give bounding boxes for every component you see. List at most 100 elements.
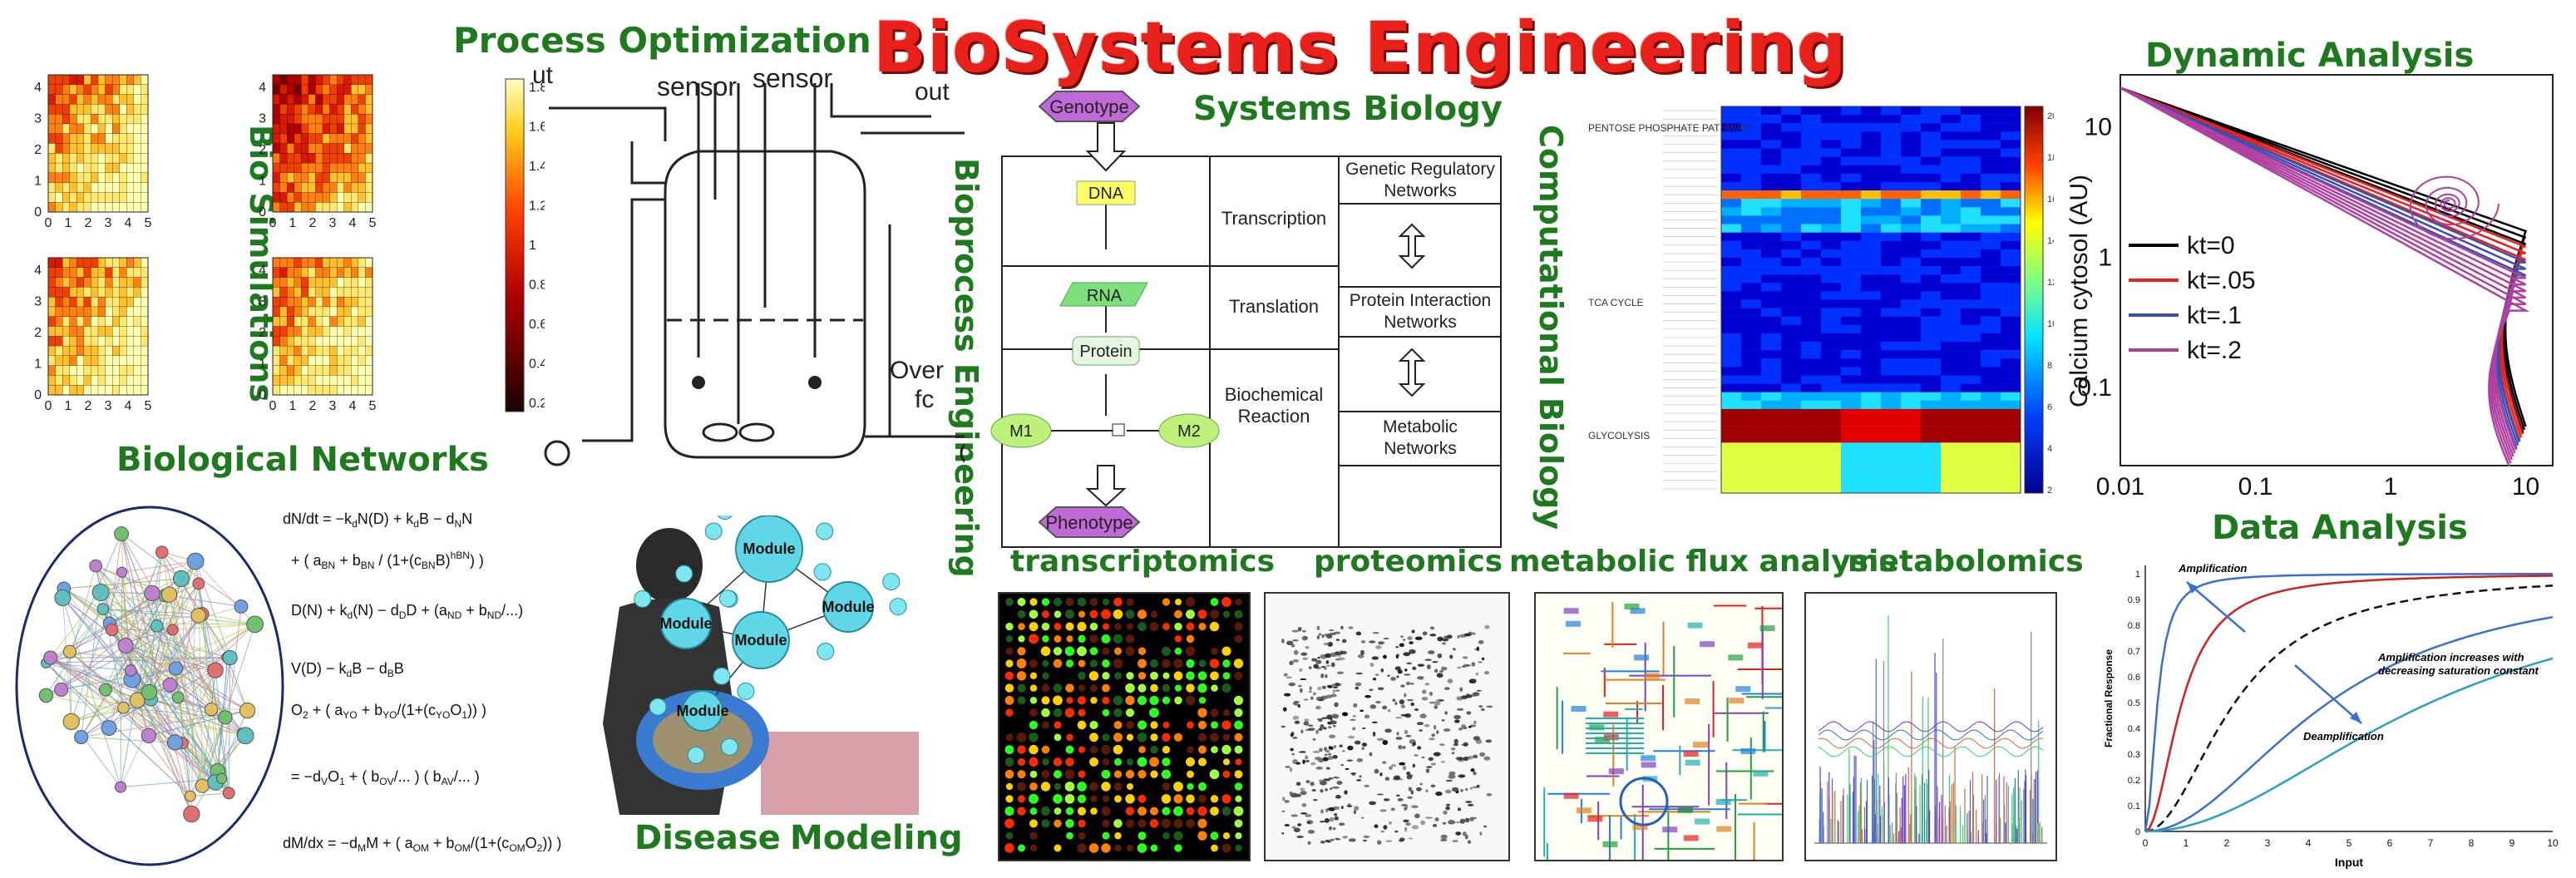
heatmap-cell [358,143,366,154]
network-edge [201,624,256,787]
comp-cell [1821,148,1842,157]
heatmap-cell [301,123,309,135]
module-satellite [717,515,733,520]
microarray-spot [1064,609,1075,619]
microarray-spot [1102,795,1110,802]
flux-node [1634,654,1650,661]
heatmap-cell [336,192,345,203]
microarray-spot [1174,696,1182,705]
comp-cell [1721,173,1742,183]
heatmap-cell [329,143,338,154]
heatmap-cell [358,296,366,308]
heatmap-cell [343,133,352,144]
module-satellite [817,642,835,660]
comp-cell [1841,249,1862,259]
microarray-spot [1041,745,1050,754]
gel-spot [1441,719,1445,722]
heatmap-cell [76,123,85,135]
comp-cell [2001,249,2021,259]
microarray-spot [1004,757,1014,767]
heatmap-cell [47,143,57,154]
comp-cell [1741,299,1762,308]
gel-spot [1422,631,1428,636]
microarray-spot [1162,696,1171,705]
microarray-spot [1187,746,1194,753]
gel-spot [1399,837,1405,841]
heatmap-cell [126,336,135,347]
comp-cell [1981,249,2001,259]
gel-spot [1372,632,1379,634]
heatmap-cell [343,385,352,396]
heatmap-x-tick: 2 [309,216,317,230]
comp-cell [1761,232,1782,241]
comp-cell [1941,350,1962,359]
microarray-spot [1222,758,1231,766]
heatmap-cell [97,365,106,376]
heatmap-cell [294,84,302,96]
svg-text:O2 + ( aYO + bYO/(1+(cYOO1)) ): O2 + ( aYO + bYO/(1+(cYOO1)) ) [291,702,486,721]
gel-spot [1419,729,1423,732]
heatmap-cell [76,306,85,318]
gel-spot [1320,809,1324,814]
network-edge [190,792,229,797]
heatmap-cell [91,74,99,86]
comp-cell [1781,224,1802,233]
gel-spot [1380,831,1384,833]
comp-cell [1841,131,1862,141]
heatmap-cell [336,267,345,279]
microarray-spot [1113,597,1123,607]
heatmap-cell [105,277,113,288]
comp-cell [1781,299,1802,308]
heatmap-cell [119,316,127,327]
heatmap-x-tick: 2 [85,216,92,230]
network-edge [131,678,212,710]
heatmap-cell [322,133,331,144]
network-edge [102,609,192,815]
network-node [186,552,205,570]
heatmap-cell [47,153,57,164]
heatmap-cell [343,287,352,298]
gel-spot [1334,631,1341,634]
comp-cell [1941,232,1962,241]
heatmap-cell [97,326,106,337]
comp-cell [1901,283,1922,292]
heatmap-cell [308,257,316,269]
microarray-spot [1137,622,1147,631]
microarray-spot [1233,658,1244,668]
heatmap-cell [83,182,91,193]
heatmap-cell [279,277,288,288]
heatmap-cell [83,202,91,213]
comp-cell [1741,408,1762,418]
heatmap-cell [365,94,373,105]
gel-spot [1440,760,1446,763]
heatmap-cell [279,385,288,396]
comp-cell [1961,148,1981,157]
microarray-spot [1234,745,1243,754]
comp-cell [1821,426,1842,435]
gel-spot [1341,712,1349,717]
comp-cell [1981,165,2001,175]
comp-cell [1941,484,1962,494]
heatmap-cell [91,182,99,193]
microarray-spot [1017,782,1026,792]
heatmap-cell [301,153,309,164]
network-edge [221,606,242,779]
heatmap-cell [301,296,309,308]
gel-spot [1335,795,1341,799]
module-satellite [634,589,652,608]
comp-cell [1901,358,1922,367]
heatmap-cell [329,133,338,144]
microarray-spot [1101,609,1111,619]
heatmap-cell [97,267,106,279]
microarray-spot [1054,610,1062,619]
heatmap-cell [286,385,295,396]
heatmap-cell [111,355,121,367]
gel-spot [1311,788,1316,792]
comp-cell [1941,451,1962,460]
flux-node [1728,654,1744,661]
comp-cell [1961,367,1981,376]
heatmap-cell [329,355,338,367]
comp-cell [2001,224,2021,233]
microarray-spot [1101,806,1111,816]
comp-cell [1781,417,1802,427]
